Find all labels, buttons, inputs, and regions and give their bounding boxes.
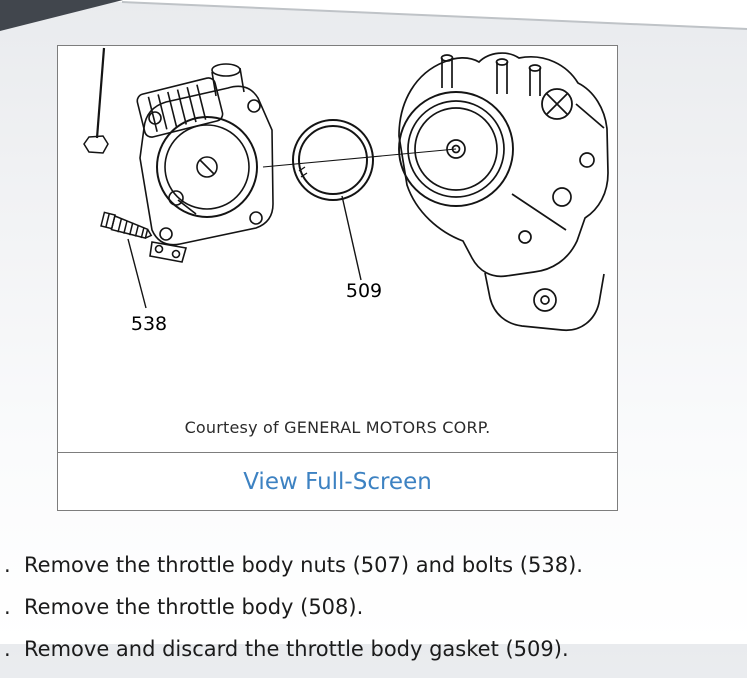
throttle-body-drawing — [136, 63, 274, 263]
alignment-axis-line — [262, 148, 457, 168]
corner-triangle — [0, 0, 123, 31]
diagram-area: 509 538 — [58, 46, 617, 408]
fullscreen-link-bar: View Full-Screen — [58, 452, 617, 510]
instruction-step: . Remove the throttle body (508). — [4, 595, 364, 619]
part-label-538: 538 — [131, 313, 167, 335]
slide-top-decoration — [0, 0, 747, 31]
view-fullscreen-link[interactable]: View Full-Screen — [243, 468, 432, 495]
part-label-509: 509 — [346, 280, 382, 302]
throttle-body-exploded-diagram: 509 538 — [83, 47, 609, 335]
diagonal-divider-line — [121, 1, 747, 30]
figure-caption: Courtesy of GENERAL MOTORS CORP. — [184, 418, 491, 437]
top-white-band — [0, 0, 747, 28]
intake-manifold-drawing — [398, 52, 609, 331]
leader-line-538 — [127, 238, 147, 309]
leader-line-509 — [341, 195, 362, 281]
stud-and-nut-drawing — [83, 47, 109, 154]
instruction-step: . Remove the throttle body nuts (507) an… — [4, 553, 583, 577]
bolt-538-drawing — [100, 211, 153, 239]
instruction-steps: . Remove the throttle body nuts (507) an… — [4, 552, 747, 678]
gasket-509-drawing — [292, 119, 374, 201]
figure-frame: 509 538 Courtesy of GENERAL MOTORS CORP.… — [57, 45, 618, 511]
instruction-step: . Remove and discard the throttle body g… — [4, 637, 569, 661]
